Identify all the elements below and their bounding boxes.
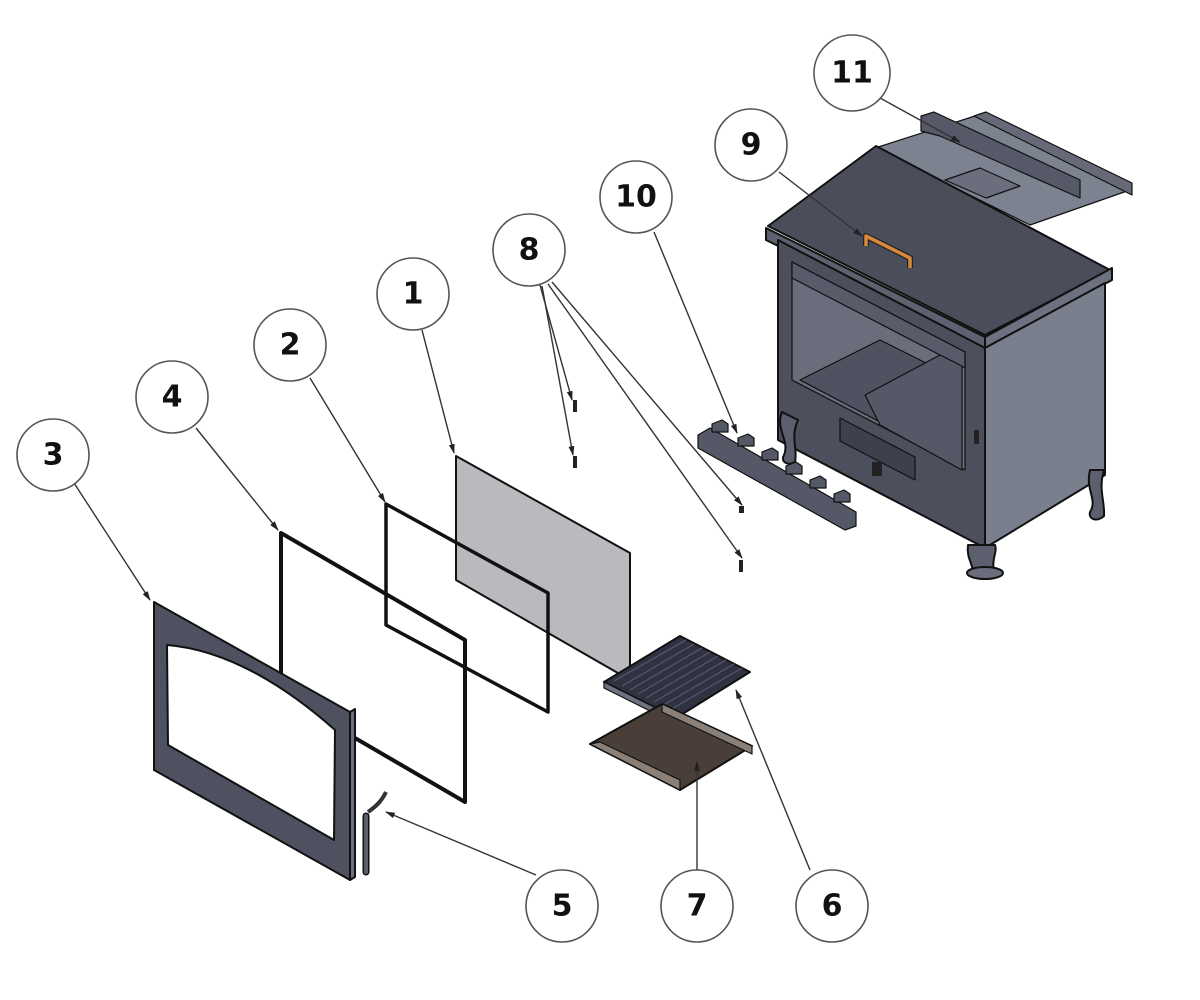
callout-11-label: 11	[831, 56, 873, 91]
callout-2-label: 2	[280, 328, 301, 363]
callout-8-label: 8	[519, 233, 540, 268]
stove-body	[765, 145, 1113, 580]
callout-7: 7	[660, 869, 734, 943]
callout-10: 10	[599, 160, 673, 234]
part-2-gasket-frame	[384, 502, 550, 714]
part-11-top-deflector-plate	[874, 111, 1133, 226]
callout-2: 2	[253, 308, 327, 382]
part-7-ash-pan	[589, 703, 753, 791]
callout-10-label: 10	[615, 180, 657, 215]
part-5-door-handle	[362, 791, 388, 876]
callout-7-label: 7	[687, 889, 708, 924]
callout-1-label: 1	[403, 277, 424, 312]
part-3-door-frame	[153, 601, 356, 881]
callout-11: 11	[813, 34, 891, 112]
callout-6: 6	[795, 869, 869, 943]
callout-8: 8	[492, 213, 566, 287]
callout-9: 9	[714, 108, 788, 182]
callout-6-label: 6	[822, 889, 843, 924]
part-8-glass-clips	[573, 400, 744, 572]
part-4-door-seal	[279, 531, 467, 804]
callout-9-label: 9	[741, 128, 762, 163]
part-10-log-retainer	[697, 419, 857, 531]
callout-1: 1	[376, 257, 450, 331]
leader-lines	[73, 97, 961, 876]
part-1-glass-panel	[455, 455, 631, 681]
callout-5-label: 5	[552, 889, 573, 924]
part-9-top-handle	[863, 233, 913, 268]
callout-3-label: 3	[43, 438, 64, 473]
callout-5: 5	[525, 869, 599, 943]
callout-4-label: 4	[162, 380, 183, 415]
callout-3: 3	[16, 418, 90, 492]
callout-4: 4	[135, 360, 209, 434]
